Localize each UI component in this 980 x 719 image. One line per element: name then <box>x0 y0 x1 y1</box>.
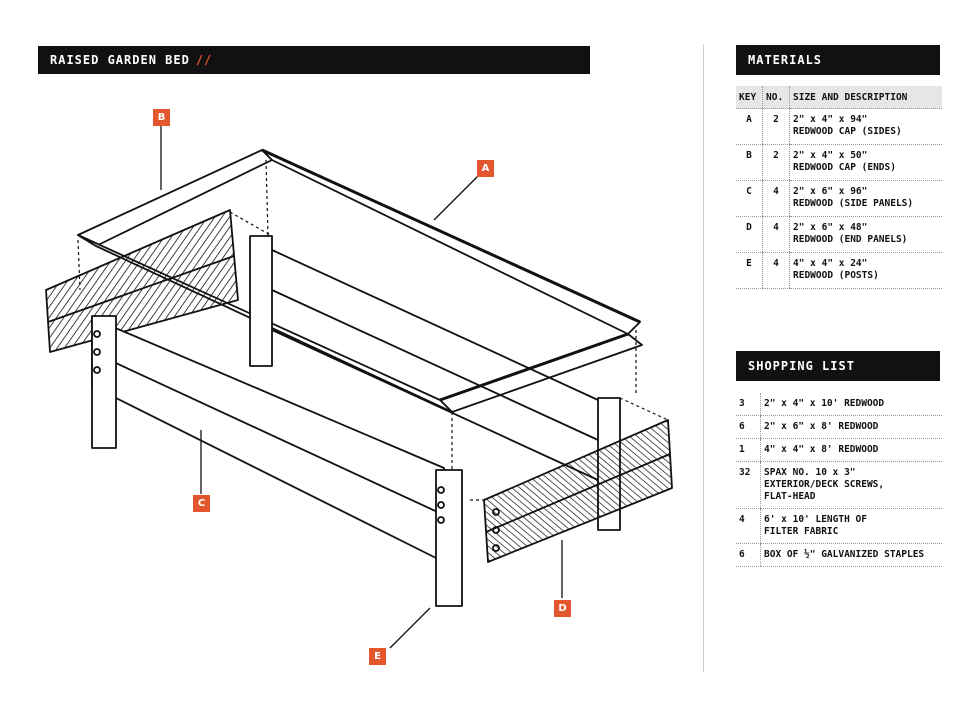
material-count: 2 <box>762 144 790 181</box>
material-desc: REDWOOD (END PANELS) <box>793 234 908 245</box>
item-line: 6' x 10' LENGTH OF <box>764 514 867 525</box>
item-line: 4" x 4" x 8' REDWOOD <box>764 444 879 455</box>
diagram-title-bar: RAISED GARDEN BED // <box>38 46 590 74</box>
garden-bed-illustration <box>45 126 673 649</box>
materials-heading-text: MATERIALS <box>748 53 823 67</box>
item-line: BOX OF ½" GALVANIZED STAPLES <box>764 549 925 560</box>
material-count: 2 <box>762 108 790 145</box>
end-panel-front <box>483 419 673 563</box>
cap-end-back <box>77 149 273 247</box>
item-quantity: 32 <box>736 461 761 509</box>
item-description: SPAX NO. 10 x 3"EXTERIOR/DECK SCREWS,FLA… <box>760 461 942 509</box>
materials-heading: MATERIALS <box>736 45 940 75</box>
material-size: 2" x 4" x 94" <box>793 114 868 125</box>
post-back-left <box>249 235 273 367</box>
material-key: E <box>736 252 763 289</box>
part-label-b: B <box>153 109 170 126</box>
item-line: 2" x 6" x 8' REDWOOD <box>764 421 879 432</box>
material-key: A <box>736 108 763 145</box>
material-size: 2" x 6" x 96" <box>793 186 868 197</box>
item-quantity: 1 <box>736 438 761 462</box>
item-line: SPAX NO. 10 x 3" <box>764 467 856 478</box>
item-description: 4" x 4" x 8' REDWOOD <box>760 438 942 462</box>
material-size: 2" x 6" x 48" <box>793 222 868 233</box>
material-desc: REDWOOD (SIDE PANELS) <box>793 198 914 209</box>
material-description: 2" x 4" x 50"REDWOOD CAP (ENDS) <box>789 144 942 181</box>
shopping-list-heading-text: SHOPPING LIST <box>748 359 855 373</box>
material-desc: REDWOOD CAP (ENDS) <box>793 162 896 173</box>
item-description: 2" x 4" x 10' REDWOOD <box>760 393 942 416</box>
item-description: 2" x 6" x 8' REDWOOD <box>760 415 942 439</box>
material-description: 2" x 4" x 94"REDWOOD CAP (SIDES) <box>789 108 942 145</box>
material-description: 4" x 4" x 24"REDWOOD (POSTS) <box>789 252 942 289</box>
item-quantity: 3 <box>736 393 761 416</box>
material-count: 4 <box>762 216 790 253</box>
material-size: 4" x 4" x 24" <box>793 258 868 269</box>
item-line: FLAT-HEAD <box>764 491 816 502</box>
material-key: D <box>736 216 763 253</box>
material-count: 4 <box>762 180 790 217</box>
column-header-size: SIZE AND DESCRIPTION <box>789 86 942 109</box>
title-slashes: // <box>195 53 213 67</box>
item-quantity: 6 <box>736 415 761 439</box>
shopping-list-heading: SHOPPING LIST <box>736 351 940 381</box>
item-line: EXTERIOR/DECK SCREWS, <box>764 479 885 490</box>
material-desc: REDWOOD CAP (SIDES) <box>793 126 902 137</box>
material-desc: REDWOOD (POSTS) <box>793 270 879 281</box>
material-description: 2" x 6" x 96"REDWOOD (SIDE PANELS) <box>789 180 942 217</box>
material-description: 2" x 6" x 48"REDWOOD (END PANELS) <box>789 216 942 253</box>
material-key: B <box>736 144 763 181</box>
post-front-right <box>435 469 463 607</box>
column-divider <box>703 44 704 672</box>
item-description: BOX OF ½" GALVANIZED STAPLES <box>760 543 942 567</box>
part-label-d: D <box>554 600 571 617</box>
item-line: 2" x 4" x 10' REDWOOD <box>764 398 885 409</box>
diagram-title: RAISED GARDEN BED <box>50 53 190 67</box>
cap-side-back <box>261 149 641 335</box>
material-count: 4 <box>762 252 790 289</box>
end-panel-back <box>45 209 239 353</box>
post-front-left <box>91 315 117 449</box>
materials-header-row: KEY NO. SIZE AND DESCRIPTION <box>736 86 942 109</box>
part-label-c: C <box>193 495 210 512</box>
item-quantity: 4 <box>736 508 761 544</box>
part-label-a: A <box>477 160 494 177</box>
item-line: FILTER FABRIC <box>764 526 839 537</box>
column-header-key: KEY <box>736 86 763 109</box>
item-quantity: 6 <box>736 543 761 567</box>
part-label-e: E <box>369 648 386 665</box>
column-header-no: NO. <box>762 86 790 109</box>
material-key: C <box>736 180 763 217</box>
material-size: 2" x 4" x 50" <box>793 150 868 161</box>
